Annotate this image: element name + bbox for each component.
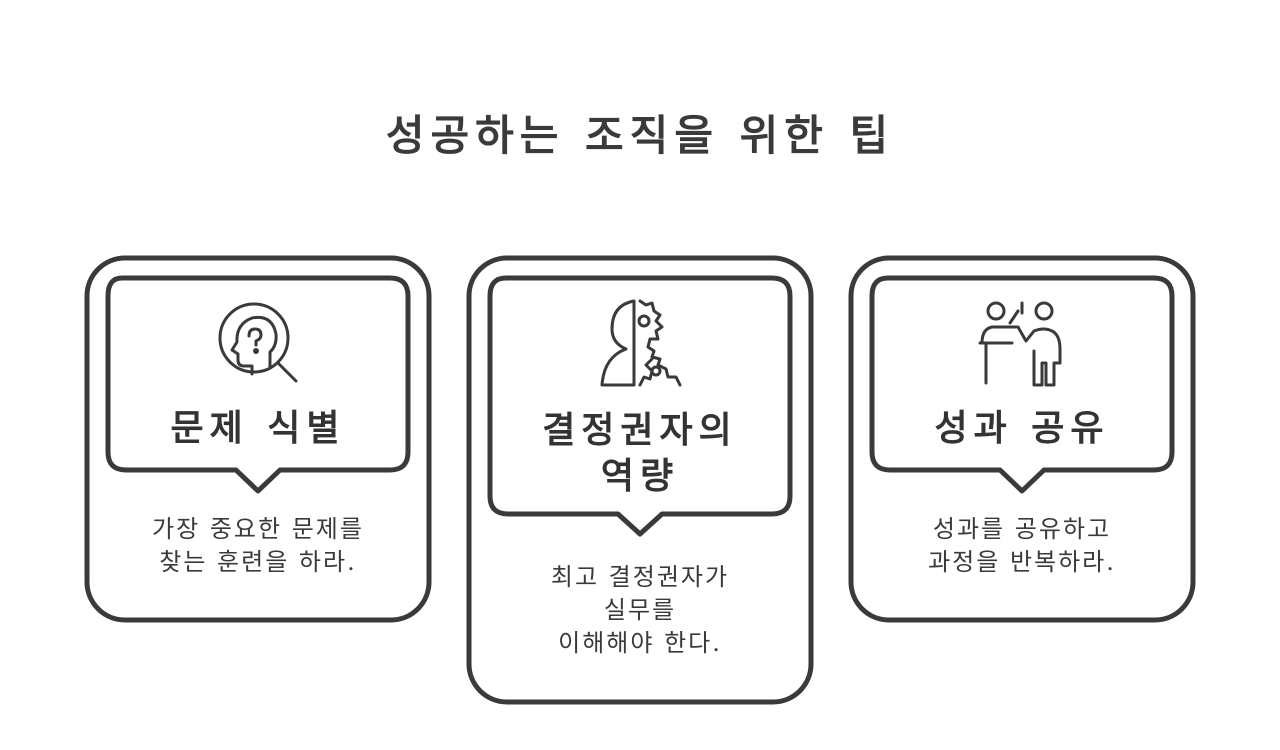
page-title: 성공하는 조직을 위한 팁 bbox=[385, 111, 895, 160]
head-gears-icon bbox=[596, 299, 686, 389]
card-heading: 결정권자의 역량 bbox=[542, 409, 738, 497]
card-heading: 성과 공유 bbox=[934, 407, 1110, 449]
tip-card-share-results: 성과 공유 성과를 공유하고 과정을 반복하라. bbox=[848, 255, 1196, 623]
card-frame bbox=[466, 255, 814, 705]
card-frame bbox=[84, 255, 432, 623]
head-question-magnifier-icon bbox=[214, 300, 304, 390]
presenter-audience-icon bbox=[976, 299, 1068, 389]
tip-card-decision-maker-competence: 결정권자의 역량 최고 결정권자가 실무를 이해해야 한다. bbox=[466, 255, 814, 705]
card-body: 최고 결정권자가 실무를 이해해야 한다. bbox=[550, 563, 730, 657]
card-body: 성과를 공유하고 과정을 반복하라. bbox=[928, 515, 1116, 576]
card-body: 가장 중요한 문제를 찾는 훈련을 하라. bbox=[152, 515, 364, 576]
card-heading: 문제 식별 bbox=[170, 407, 346, 449]
card-frame bbox=[848, 255, 1196, 623]
tip-card-problem-identification: 문제 식별 가장 중요한 문제를 찾는 훈련을 하라. bbox=[84, 255, 432, 623]
